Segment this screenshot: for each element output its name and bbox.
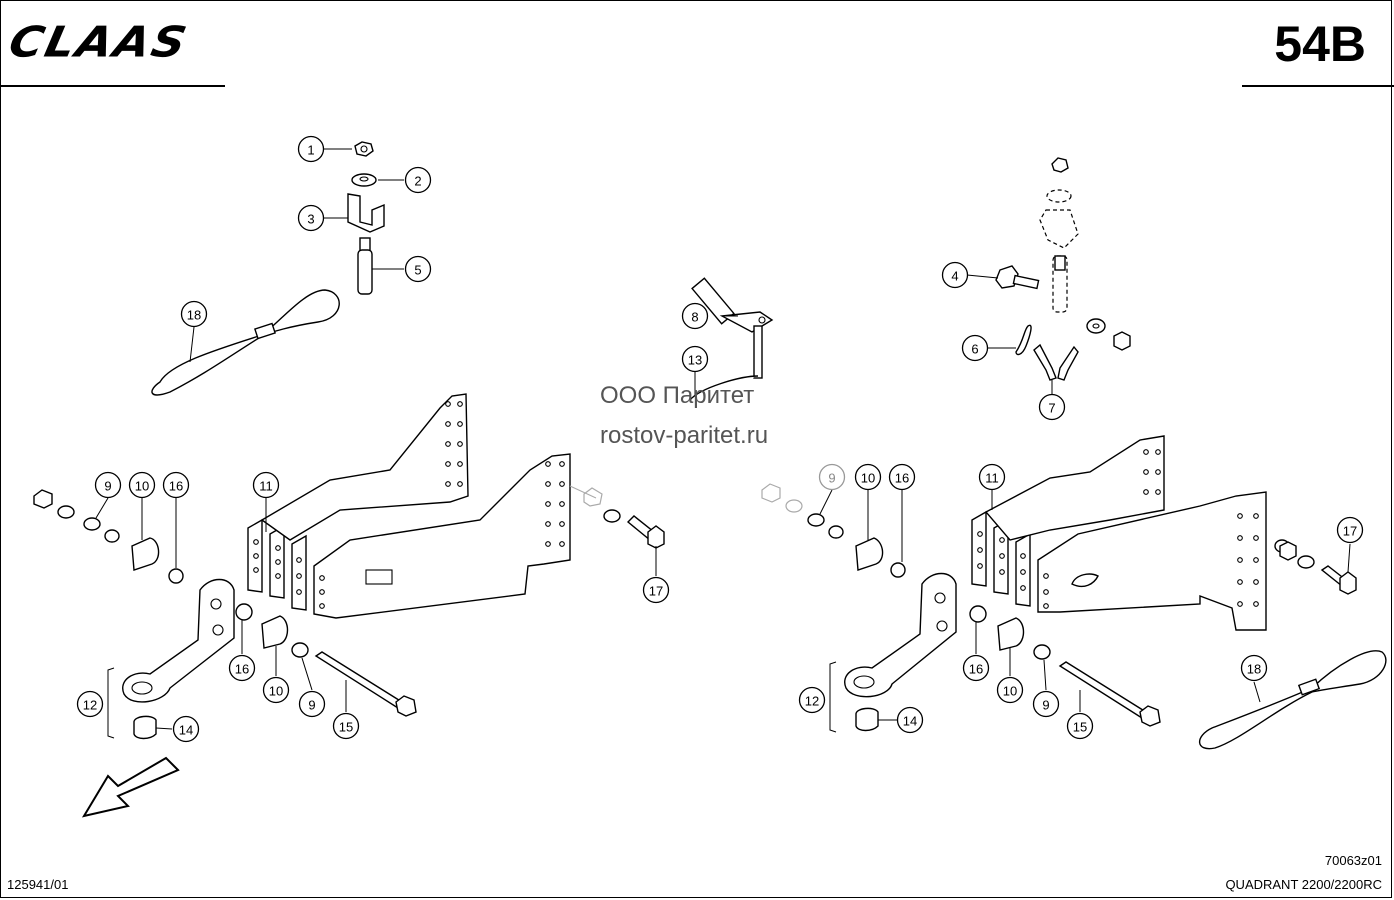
callout-6-label: 6	[971, 342, 978, 357]
callout-16-right-bottom-label: 16	[969, 662, 983, 677]
part-bolt-right-top	[995, 265, 1040, 290]
model-name: QUADRANT 2200/2200RC	[1225, 877, 1382, 892]
part-spring-clip	[1015, 324, 1032, 356]
callout-10-left-bottom: 10	[262, 676, 290, 704]
callout-3-label: 3	[307, 212, 314, 227]
bracket-12-left	[107, 667, 115, 739]
watermark-url: rostov-paritet.ru	[600, 422, 769, 449]
part-nut-top	[354, 141, 374, 157]
callout-17-left: 17	[642, 576, 670, 604]
bracket-12-right	[829, 661, 837, 733]
callout-5-label: 5	[414, 263, 421, 278]
callout-16-right-top-label: 16	[895, 471, 909, 486]
callout-15-right-label: 15	[1073, 720, 1087, 735]
callout-1-label: 1	[307, 143, 314, 158]
callout-15-right: 15	[1066, 712, 1094, 740]
callout-10-left-top-label: 10	[135, 479, 149, 494]
callout-12-right-label: 12	[805, 694, 819, 709]
callout-3: 3	[297, 204, 325, 232]
part-cable-left	[151, 289, 340, 396]
callout-12-right: 12	[798, 686, 826, 714]
part-pin-top	[357, 237, 373, 295]
part-bracket-top	[347, 193, 385, 233]
callout-2: 2	[404, 166, 432, 194]
callout-15-left: 15	[332, 712, 360, 740]
callout-11-left: 11	[252, 471, 280, 499]
callout-7-label: 7	[1048, 401, 1055, 416]
callout-11-right: 11	[978, 463, 1006, 491]
callout-9-right-top-label: 9	[828, 471, 835, 486]
callout-10-right-top: 10	[854, 463, 882, 491]
callout-9-right-top: 9	[818, 463, 846, 491]
callout-10-right-top-label: 10	[861, 471, 875, 486]
drawing-id: 70063z01	[1324, 853, 1382, 868]
page-number: 54B	[1274, 16, 1366, 72]
callout-10-left-bottom-label: 10	[269, 684, 283, 699]
callout-14-right-label: 14	[903, 714, 917, 729]
part-frame-left	[247, 393, 571, 619]
callout-11-left-label: 11	[259, 479, 273, 494]
callout-10-right-bottom: 10	[996, 676, 1024, 704]
part-pin-center	[691, 277, 774, 379]
callout-17-left-label: 17	[649, 584, 663, 599]
callout-9-left-top: 9	[94, 471, 122, 499]
callout-14-left: 14	[172, 715, 200, 743]
callout-16-left-bottom: 16	[228, 654, 256, 682]
callout-9-left-bottom: 9	[298, 690, 326, 718]
part-cable-right	[1198, 650, 1387, 750]
callout-15-left-label: 15	[339, 720, 353, 735]
callout-18-left-label: 18	[187, 308, 201, 323]
callout-12-left: 12	[76, 690, 104, 718]
callout-16-right-top: 16	[888, 463, 916, 491]
callout-18-right: 18	[1240, 654, 1268, 682]
watermark-company: ООО Паритет	[600, 382, 755, 409]
callout-9-left-bottom-label: 9	[308, 698, 315, 713]
callout-13: 13	[681, 345, 709, 373]
callout-4-label: 4	[951, 269, 958, 284]
callout-16-right-bottom: 16	[962, 654, 990, 682]
document-id: 125941/01	[7, 877, 69, 892]
callout-18-left: 18	[180, 300, 208, 328]
part-small-washer-right	[1086, 318, 1106, 334]
callout-10-left-top: 10	[128, 471, 156, 499]
callout-17-right: 17	[1336, 516, 1364, 544]
callout-14-right: 14	[896, 706, 924, 734]
direction-arrow-icon	[81, 756, 180, 818]
callout-8-label: 8	[691, 310, 698, 325]
callout-2-label: 2	[414, 174, 421, 189]
callout-1: 1	[297, 135, 325, 163]
hardware-left	[33, 485, 665, 740]
callout-9-right-bottom: 9	[1032, 690, 1060, 718]
leader-lines	[95, 148, 1351, 730]
callout-11-right-label: 11	[985, 471, 999, 486]
callout-16-left-top: 16	[162, 471, 190, 499]
hardware-right	[761, 483, 1357, 732]
callout-12-left-label: 12	[83, 698, 97, 713]
callout-8: 8	[681, 302, 709, 330]
part-frame-right	[971, 435, 1267, 631]
callout-10-right-bottom-label: 10	[1003, 684, 1017, 699]
part-ghost-assembly-right	[1039, 157, 1079, 313]
part-small-nut-right	[1113, 331, 1131, 351]
callout-14-left-label: 14	[179, 723, 193, 738]
callout-16-left-top-label: 16	[169, 479, 183, 494]
callout-9-left-top-label: 9	[104, 479, 111, 494]
part-washer-top	[351, 173, 377, 187]
callout-7: 7	[1038, 393, 1066, 421]
callout-16-left-bottom-label: 16	[235, 662, 249, 677]
callout-13-label: 13	[688, 353, 702, 368]
callout-18-right-label: 18	[1247, 662, 1261, 677]
callout-5: 5	[404, 255, 432, 283]
callout-6: 6	[961, 334, 989, 362]
part-clip-center	[689, 375, 759, 401]
callout-9-right-bottom-label: 9	[1042, 698, 1049, 713]
callout-17-right-label: 17	[1343, 524, 1357, 539]
callout-4: 4	[941, 261, 969, 289]
part-split-pin	[1033, 343, 1079, 381]
